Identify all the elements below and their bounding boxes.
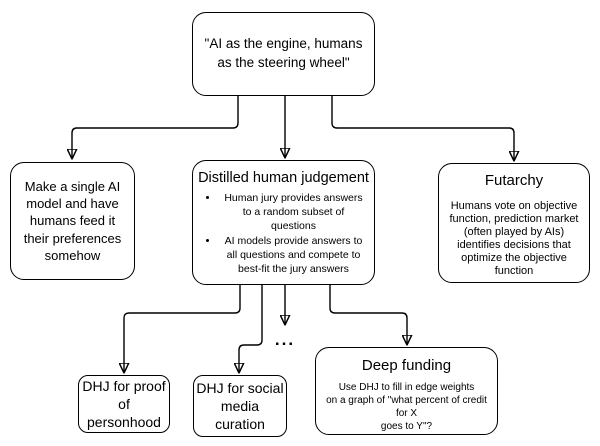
deep-funding-title: Deep funding [361, 357, 452, 374]
flowchart-node-dhj-proof-of-personhood: DHJ for proof of personhood [78, 375, 170, 433]
dhj-social-media-curation-label: DHJ for social media curation [196, 379, 284, 433]
edge-dhj-to-social-media-curation [239, 285, 263, 372]
distilled-human-judgement-bullet-list: Human jury provides answers to a random … [193, 192, 374, 278]
edge-dhj-to-proof-of-personhood [124, 285, 241, 372]
single-ai-model-body: Make a single AI model and have humans f… [23, 179, 122, 263]
root-label: "AI as the engine, humans as the steerin… [204, 36, 363, 70]
ellipsis-more-children: ... [274, 330, 296, 349]
flowchart-node-deep-funding: Deep funding Use DHJ to fill in edge wei… [315, 347, 498, 435]
flowchart-node-root: "AI as the engine, humans as the steerin… [192, 12, 375, 96]
futarchy-title: Futarchy [484, 172, 544, 189]
dhj-proof-of-personhood-label: DHJ for proof of personhood [82, 377, 166, 431]
flowchart-node-distilled-human-judgement: Distilled human judgement Human jury pro… [192, 160, 375, 285]
distilled-human-judgement-title: Distilled human judgement [198, 170, 369, 186]
edge-dhj-to-deep-funding [329, 285, 407, 344]
flowchart-node-single-ai-model: Make a single AI model and have humans f… [10, 162, 135, 280]
edge-root-to-single-ai-model [72, 96, 239, 158]
flowchart-node-dhj-social-media-curation: DHJ for social media curation [193, 375, 287, 437]
deep-funding-body: Use DHJ to fill in edge weights on a gra… [326, 382, 487, 432]
edge-root-to-futarchy [331, 96, 514, 160]
bullet-item: Human jury provides answers to a random … [219, 192, 368, 234]
flowchart-node-futarchy: Futarchy Humans vote on objective functi… [438, 163, 590, 283]
bullet-item: AI models provide answers to all questio… [219, 235, 368, 277]
futarchy-body: Humans vote on objective function, predi… [449, 200, 579, 277]
